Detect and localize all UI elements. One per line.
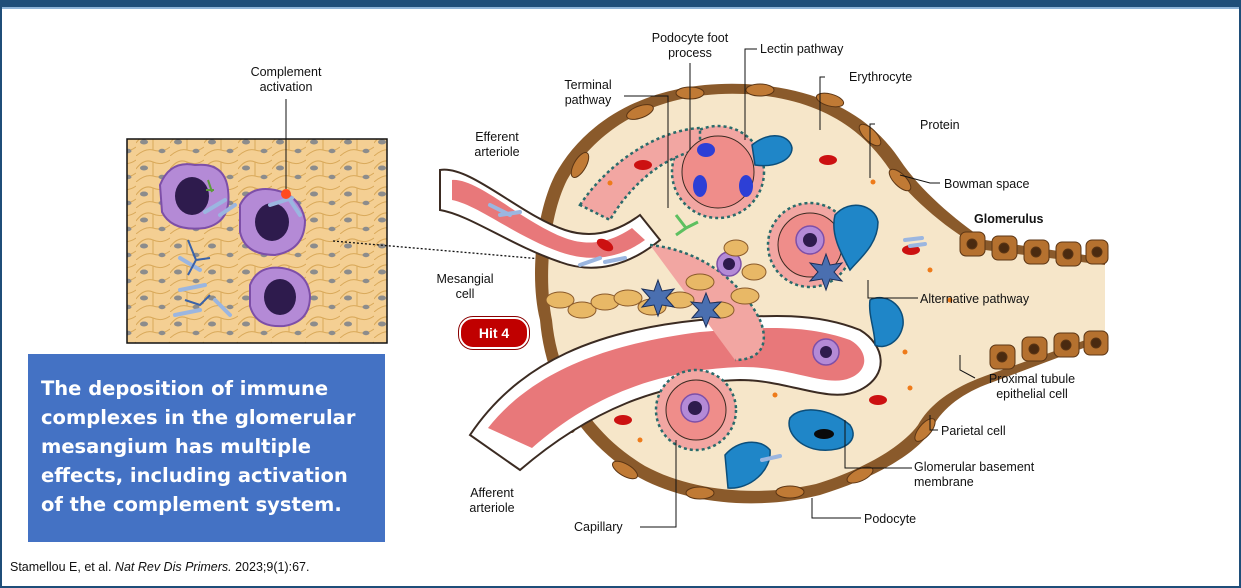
hit-4-badge: Hit 4	[459, 317, 529, 349]
label-glomerulus: Glomerulus	[974, 212, 1043, 227]
label-glomerular-basement-membrane: Glomerular basement membrane	[914, 460, 1034, 490]
label-afferent-arteriole: Afferent arteriole	[452, 486, 532, 516]
label-capillary: Capillary	[574, 520, 623, 535]
citation-journal: Nat Rev Dis Primers.	[115, 560, 232, 574]
label-parietal-cell: Parietal cell	[941, 424, 1006, 439]
label-mesangial-cell: Mesangial cell	[430, 272, 500, 302]
citation-authors: Stamellou E, et al.	[10, 560, 115, 574]
label-protein: Protein	[920, 118, 960, 133]
label-proximal-tubule-cell: Proximal tubule epithelial cell	[972, 372, 1092, 402]
label-terminal-pathway: Terminal pathway	[553, 78, 623, 108]
label-lectin-pathway: Lectin pathway	[760, 42, 843, 57]
label-complement-activation: Complement activation	[236, 65, 336, 95]
citation: Stamellou E, et al. Nat Rev Dis Primers.…	[10, 560, 309, 574]
label-podocyte: Podocyte	[864, 512, 916, 527]
label-bowman-space: Bowman space	[944, 177, 1029, 192]
label-erythrocyte: Erythrocyte	[849, 70, 912, 85]
label-alternative-pathway: Alternative pathway	[920, 292, 1029, 307]
mesangium-zoom-inset	[127, 99, 387, 343]
citation-volume: 2023;9(1):67.	[232, 560, 310, 574]
label-efferent-arteriole: Efferent arteriole	[462, 130, 532, 160]
summary-callout: The deposition of immune complexes in th…	[28, 354, 385, 542]
label-podocyte-foot-process: Podocyte foot process	[630, 31, 750, 61]
